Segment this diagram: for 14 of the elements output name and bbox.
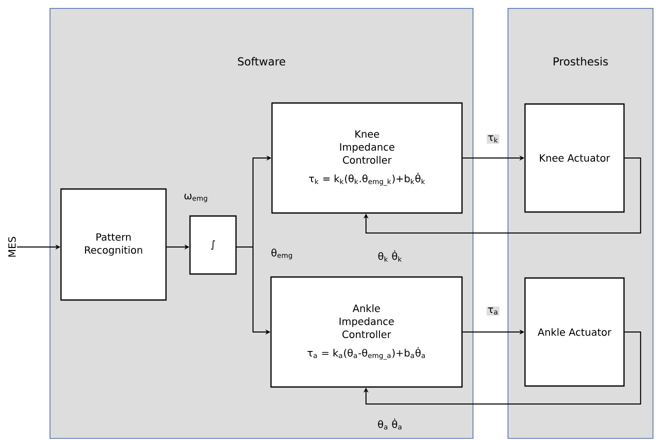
block-box: Pattern Recognition: [60, 188, 167, 301]
edge-label: θ$_{k}$ θ̇$_{k}$: [376, 249, 404, 263]
edge-label: θ$_{emg}$: [270, 248, 294, 260]
block-box: Ankle Impedance Controller τ$_{a}$ = k$_{a}$(θ$_{a}$-θ$_{emg_a}$)+b$_{a}$θ̇$_{a}$: [270, 276, 463, 388]
edge-label: θ$_{a}$ θ̇$_{a}$: [376, 418, 404, 431]
edge-label: τ$_{a}$: [486, 306, 500, 316]
block-box: ∫: [189, 215, 237, 275]
arrow: [363, 332, 642, 404]
arrow: [363, 158, 642, 234]
block-box: Knee Impedance Controller τ$_{k}$ = k$_{k}$(θ$_{k}$.θ$_{emg_k}$)+b$_{k}$θ̇$_{k}$: [271, 102, 463, 214]
input-label: MES: [8, 236, 16, 257]
block-box: Ankle Actuator: [524, 277, 625, 387]
block-box: Knee Actuator: [524, 103, 625, 213]
edge-label: τ$_{k}$: [486, 134, 500, 144]
